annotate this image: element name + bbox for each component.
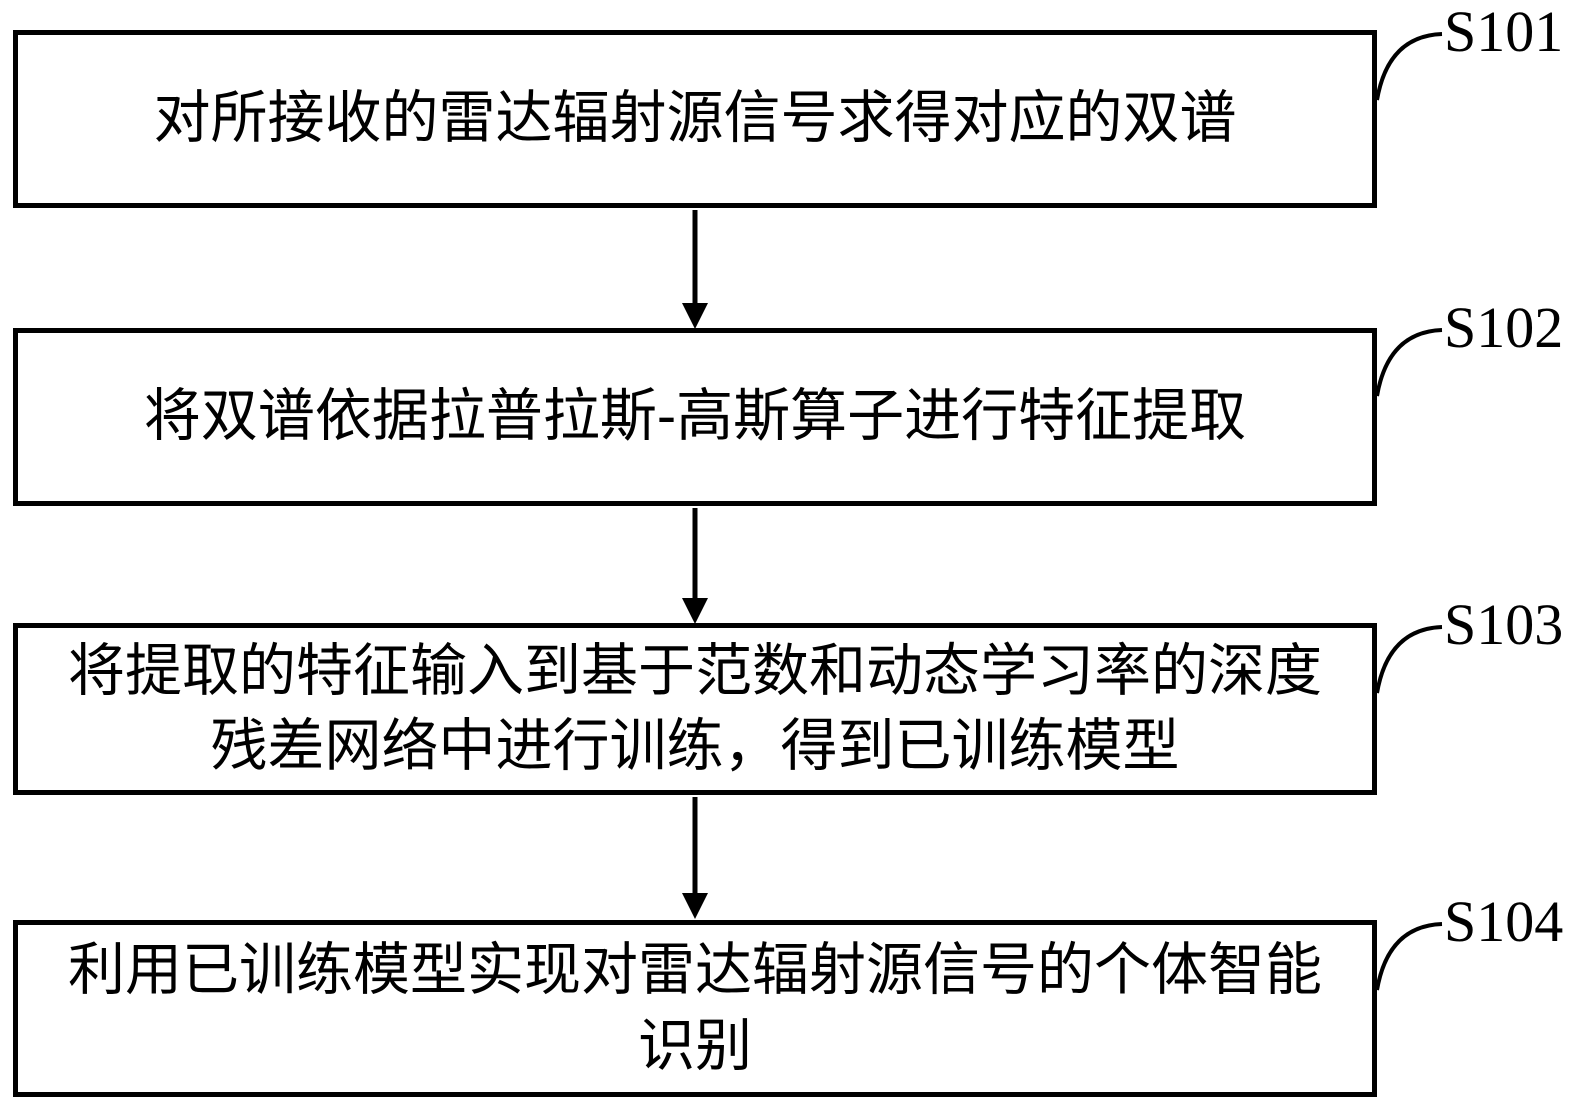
step-label-s102: S102: [1444, 295, 1564, 360]
flow-arrow-1-head-icon: [682, 303, 708, 329]
step-label-s101: S101: [1444, 0, 1564, 64]
step-text-s102: 将双谱依据拉普拉斯-高斯算子进行特征提取: [143, 383, 1247, 450]
step-label-s104: S104: [1444, 889, 1564, 954]
step-box-s101: 对所接收的雷达辐射源信号求得对应的双谱: [13, 30, 1377, 208]
step-box-s103: 将提取的特征输入到基于范数和动态学习率的深度 残差网络中进行训练，得到已训练模型: [13, 623, 1377, 795]
step-text-s103: 将提取的特征输入到基于范数和动态学习率的深度 残差网络中进行训练，得到已训练模型: [68, 637, 1322, 779]
flow-arrow-2-head-icon: [682, 598, 708, 624]
step-box-s104: 利用已训练模型实现对雷达辐射源信号的个体智能 识别: [13, 920, 1377, 1097]
step-label-s103: S103: [1444, 592, 1564, 657]
flow-arrow-3-head-icon: [682, 893, 708, 919]
step-text-s104: 利用已训练模型实现对雷达辐射源信号的个体智能 识别: [68, 937, 1322, 1079]
leader-line-s102: [1375, 328, 1443, 397]
step-box-s102: 将双谱依据拉普拉斯-高斯算子进行特征提取: [13, 328, 1377, 506]
step-text-s101: 对所接收的雷达辐射源信号求得对应的双谱: [153, 85, 1237, 152]
leader-line-s101: [1375, 32, 1443, 101]
leader-line-s103: [1375, 625, 1443, 694]
leader-line-s104: [1375, 922, 1443, 991]
